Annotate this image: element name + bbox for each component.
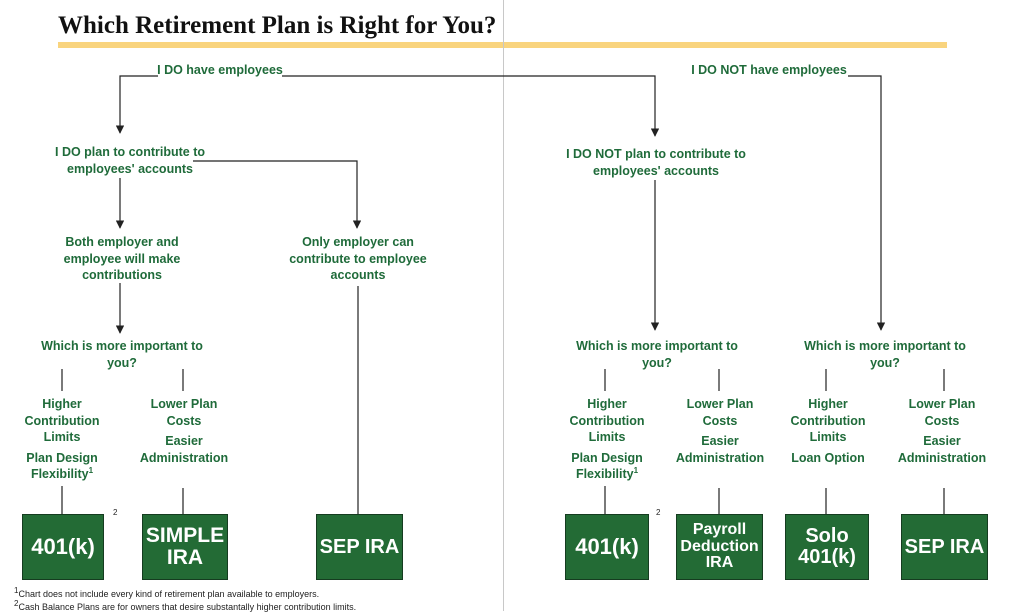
- node-both-line2: employee will make: [63, 251, 181, 266]
- option-higher-b-line3: Limits: [809, 430, 847, 444]
- node-which-important-left: Which is more important to you?: [41, 338, 203, 371]
- node-only-employer: Only employer can contribute to employee…: [289, 234, 427, 284]
- footnote-ref-1-right: 1: [633, 465, 639, 475]
- footnote-ref-2-right: 2: [656, 508, 661, 517]
- option-lower-b-line1: Lower Plan: [908, 397, 976, 411]
- option-loan: Loan Option: [791, 450, 865, 465]
- option-lower-costs-right-b: Lower Plan Costs Easier Administration: [898, 396, 986, 466]
- node-plan-to-contribute-line2: employees' accounts: [67, 161, 193, 176]
- footnote-2-mark: 2: [14, 599, 19, 608]
- node-which-important-right-b: Which is more important to you?: [804, 338, 966, 371]
- plan-box-sep-ira-left: SEP IRA: [316, 514, 403, 580]
- option-lower-costs-right-a: Lower Plan Costs Easier Administration: [676, 396, 764, 466]
- option-easier-b-line2: Administration: [897, 450, 987, 465]
- node-both-line3: contributions: [82, 268, 162, 282]
- arrow-root-to-q1: [115, 75, 158, 134]
- plan-box-simple-ira: SIMPLE IRA: [142, 514, 228, 580]
- option-higher-a-line1: Higher: [587, 397, 627, 411]
- node-no-employees: I DO NOT have employees: [691, 63, 847, 77]
- option-design-text: Flexibility: [30, 467, 89, 481]
- option-higher-limits-right-b: Higher Contribution Limits Loan Option: [791, 396, 866, 466]
- node-plan-to-contribute-line1: I DO plan to contribute to: [55, 145, 205, 159]
- node-only-line3: accounts: [330, 268, 386, 282]
- option-design-line2: Flexibility1: [25, 466, 100, 483]
- plan-box-solo-401k: Solo 401(k): [785, 514, 869, 580]
- title-underline: [58, 42, 947, 48]
- plan-box-401k-left: 401(k): [22, 514, 104, 580]
- plan-box-401k-right: 401(k): [565, 514, 649, 580]
- arrow-q1-to-only: [193, 160, 362, 229]
- node-only-line2: contribute to employee: [289, 251, 427, 266]
- option-higher-line1: Higher: [42, 397, 82, 411]
- footnote-2-text: Cash Balance Plans are for owners that d…: [18, 602, 357, 612]
- option-easier-line1: Easier: [165, 434, 203, 448]
- footnote-ref-2-left: 2: [113, 508, 118, 517]
- page-title: Which Retirement Plan is Right for You?: [58, 12, 497, 39]
- plan-box-payroll-deduction-ira: Payroll Deduction IRA: [676, 514, 763, 580]
- node-which-important-right-a: Which is more important to you?: [576, 338, 738, 371]
- option-lower-costs-left: Lower Plan Costs Easier Administration: [140, 396, 228, 466]
- footnote-1-mark: 1: [14, 586, 19, 595]
- option-design-a-line1: Plan Design: [571, 450, 643, 465]
- node-which-important-left-line1: Which is more important to: [41, 339, 203, 353]
- option-easier-a-line2: Administration: [675, 450, 765, 465]
- node-plan-to-contribute: I DO plan to contribute to employees' ac…: [55, 144, 205, 177]
- option-lower-b-line2: Costs: [924, 413, 960, 428]
- node-not-plan-line2: employees' accounts: [593, 163, 719, 178]
- option-higher-a-line2: Contribution: [569, 413, 645, 428]
- footnote-1-text: Chart does not include every kind of ret…: [18, 589, 320, 599]
- arrow-right-root-to-important-b: [848, 75, 886, 331]
- footnote-2: 2Cash Balance Plans are for owners that …: [14, 599, 356, 612]
- node-only-line1: Only employer can: [302, 235, 414, 249]
- node-which-important-right-b-line1: Which is more important to: [804, 339, 966, 353]
- center-divider: [503, 0, 504, 611]
- option-lower-a-line2: Costs: [702, 413, 738, 428]
- option-easier-a-line1: Easier: [701, 434, 739, 448]
- node-which-important-right-b-line2: you?: [870, 355, 900, 370]
- option-design-line1: Plan Design: [26, 450, 98, 465]
- node-both-contribute: Both employer and employee will make con…: [64, 234, 181, 284]
- option-higher-line2: Contribution: [24, 413, 100, 428]
- option-lower-line1: Lower Plan: [150, 397, 218, 411]
- option-higher-limits-right-a: Higher Contribution Limits Plan Design F…: [570, 396, 645, 483]
- node-not-plan-line1: I DO NOT plan to contribute to: [566, 147, 746, 161]
- option-easier-b-line1: Easier: [923, 434, 961, 448]
- option-higher-b-line1: Higher: [808, 397, 848, 411]
- node-have-employees: I DO have employees: [157, 63, 283, 77]
- option-lower-line2: Costs: [166, 413, 202, 428]
- node-not-plan-to-contribute: I DO NOT plan to contribute to employees…: [566, 146, 746, 179]
- option-higher-b-line2: Contribution: [790, 413, 866, 428]
- arrow-left-root-to-right-q1: [282, 75, 660, 137]
- node-which-important-right-a-line1: Which is more important to: [576, 339, 738, 353]
- option-easier-line2: Administration: [139, 450, 229, 465]
- plan-box-sep-ira-right: SEP IRA: [901, 514, 988, 580]
- option-higher-a-line3: Limits: [588, 430, 626, 444]
- footnote-1: 1Chart does not include every kind of re…: [14, 586, 319, 599]
- option-design-a-line2: Flexibility1: [570, 466, 645, 483]
- node-both-line1: Both employer and: [65, 235, 179, 249]
- node-which-important-right-a-line2: you?: [642, 355, 672, 370]
- option-design-a-text: Flexibility: [575, 467, 634, 481]
- option-lower-a-line1: Lower Plan: [686, 397, 754, 411]
- option-higher-limits-left: Higher Contribution Limits Plan Design F…: [25, 396, 100, 483]
- footnote-ref-1: 1: [88, 465, 94, 475]
- option-higher-line3: Limits: [43, 430, 81, 444]
- node-which-important-left-line2: you?: [107, 355, 137, 370]
